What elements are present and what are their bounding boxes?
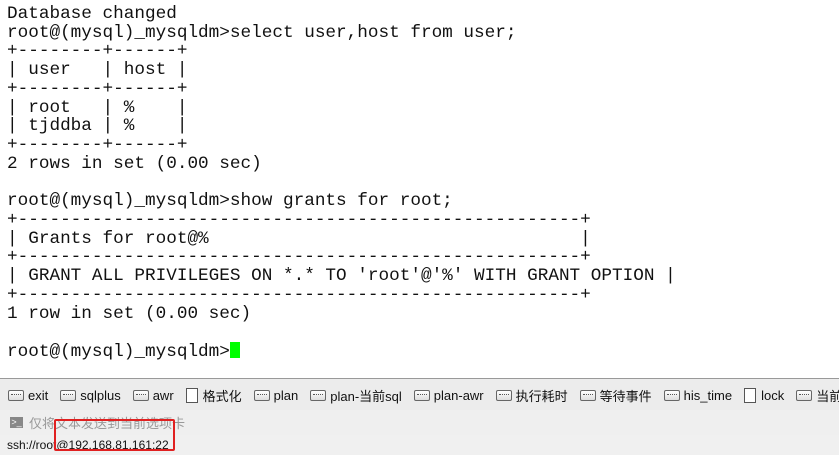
toolbar-button[interactable]: plan-awr: [413, 387, 484, 403]
toolbar-button[interactable]: plan: [253, 387, 299, 403]
connection-address: ssh://root@192.168.81.161:22: [7, 438, 169, 452]
toolbar-button[interactable]: 等待事件: [579, 386, 652, 405]
toolbar-button-label: 等待事件: [599, 388, 652, 404]
terminal-line: | user | host |: [7, 60, 188, 81]
toolbar-button[interactable]: his_time: [663, 387, 733, 403]
terminal-line: root@(mysql)_mysqldm>select user,host fr…: [7, 22, 517, 43]
keyboard-icon: [60, 389, 77, 401]
terminal-line: [7, 323, 676, 342]
terminal-icon: >_: [10, 417, 23, 428]
highlight-box: [54, 419, 175, 451]
toolbar-button[interactable]: 格式化: [185, 386, 242, 405]
terminal-line: | GRANT ALL PRIVILEGES ON *.* TO 'root'@…: [7, 266, 676, 287]
keyboard-icon: [796, 389, 813, 401]
terminal-line: | root | % |: [7, 97, 188, 118]
toolbar-button-label: 当前会话redo: [816, 388, 839, 404]
toolbar-button-label: plan-当前sql: [330, 388, 402, 404]
toolbar-button[interactable]: 当前会话redo: [796, 386, 839, 405]
keyboard-icon: [413, 389, 430, 401]
toolbar-button-label: sqlplus: [80, 387, 121, 403]
keyboard-icon: [310, 389, 327, 401]
prompt: root@(mysql)_mysqldm>: [7, 341, 230, 362]
terminal-line: Database changed: [7, 4, 177, 24]
terminal-line: [7, 173, 676, 192]
toolbar-button-label: 执行耗时: [515, 388, 568, 404]
terminal-line: +--------+------+: [7, 41, 188, 62]
toolbar-button[interactable]: plan-当前sql: [310, 386, 402, 405]
toolbar-button[interactable]: 执行耗时: [495, 386, 568, 405]
keyboard-icon: [132, 389, 149, 401]
terminal-line: +---------------------------------------…: [7, 284, 591, 305]
terminal-line: 2 rows in set (0.00 sec): [7, 153, 262, 174]
cursor: [229, 341, 240, 358]
document-icon: [744, 387, 757, 403]
toolbar-button[interactable]: sqlplus: [60, 387, 121, 403]
toolbar-button-label: plan-awr: [433, 387, 484, 403]
terminal-line: | Grants for root@% |: [7, 228, 591, 249]
terminal-line: +---------------------------------------…: [7, 209, 591, 230]
terminal-line: +---------------------------------------…: [7, 247, 591, 268]
toolbar-button[interactable]: lock: [744, 387, 785, 403]
keyboard-icon: [663, 389, 680, 401]
toolbar-button[interactable]: exit: [8, 388, 48, 403]
keyboard-icon: [253, 389, 270, 401]
terminal-line: +--------+------+: [7, 135, 188, 156]
terminal-line: +--------+------+: [7, 78, 188, 99]
quick-command-toolbar: exit sqlplus awr 格式化 plan plan-当前sql plan-awr 执…: [0, 378, 839, 411]
toolbar-button-label: lock: [761, 387, 785, 403]
toolbar-button-label: exit: [28, 387, 49, 403]
toolbar-button-label: awr: [152, 387, 174, 403]
toolbar-button-label: plan: [273, 387, 299, 403]
toolbar-button-label: 格式化: [202, 388, 242, 404]
keyboard-icon: [579, 389, 596, 401]
terminal-line: 1 row in set (0.00 sec): [7, 303, 252, 324]
terminal-line: root@(mysql)_mysqldm>show grants for roo…: [7, 191, 453, 212]
toolbar-button[interactable]: awr: [132, 387, 174, 403]
terminal-line: | tjddba | % |: [7, 116, 188, 137]
toolbar-button-label: his_time: [683, 387, 733, 403]
keyboard-icon: [495, 389, 512, 401]
prompt-line: root@(mysql)_mysqldm>: [7, 341, 676, 362]
keyboard-icon: [8, 389, 24, 401]
status-bar: ssh://root@192.168.81.161:22: [0, 435, 839, 455]
document-icon: [185, 387, 198, 403]
